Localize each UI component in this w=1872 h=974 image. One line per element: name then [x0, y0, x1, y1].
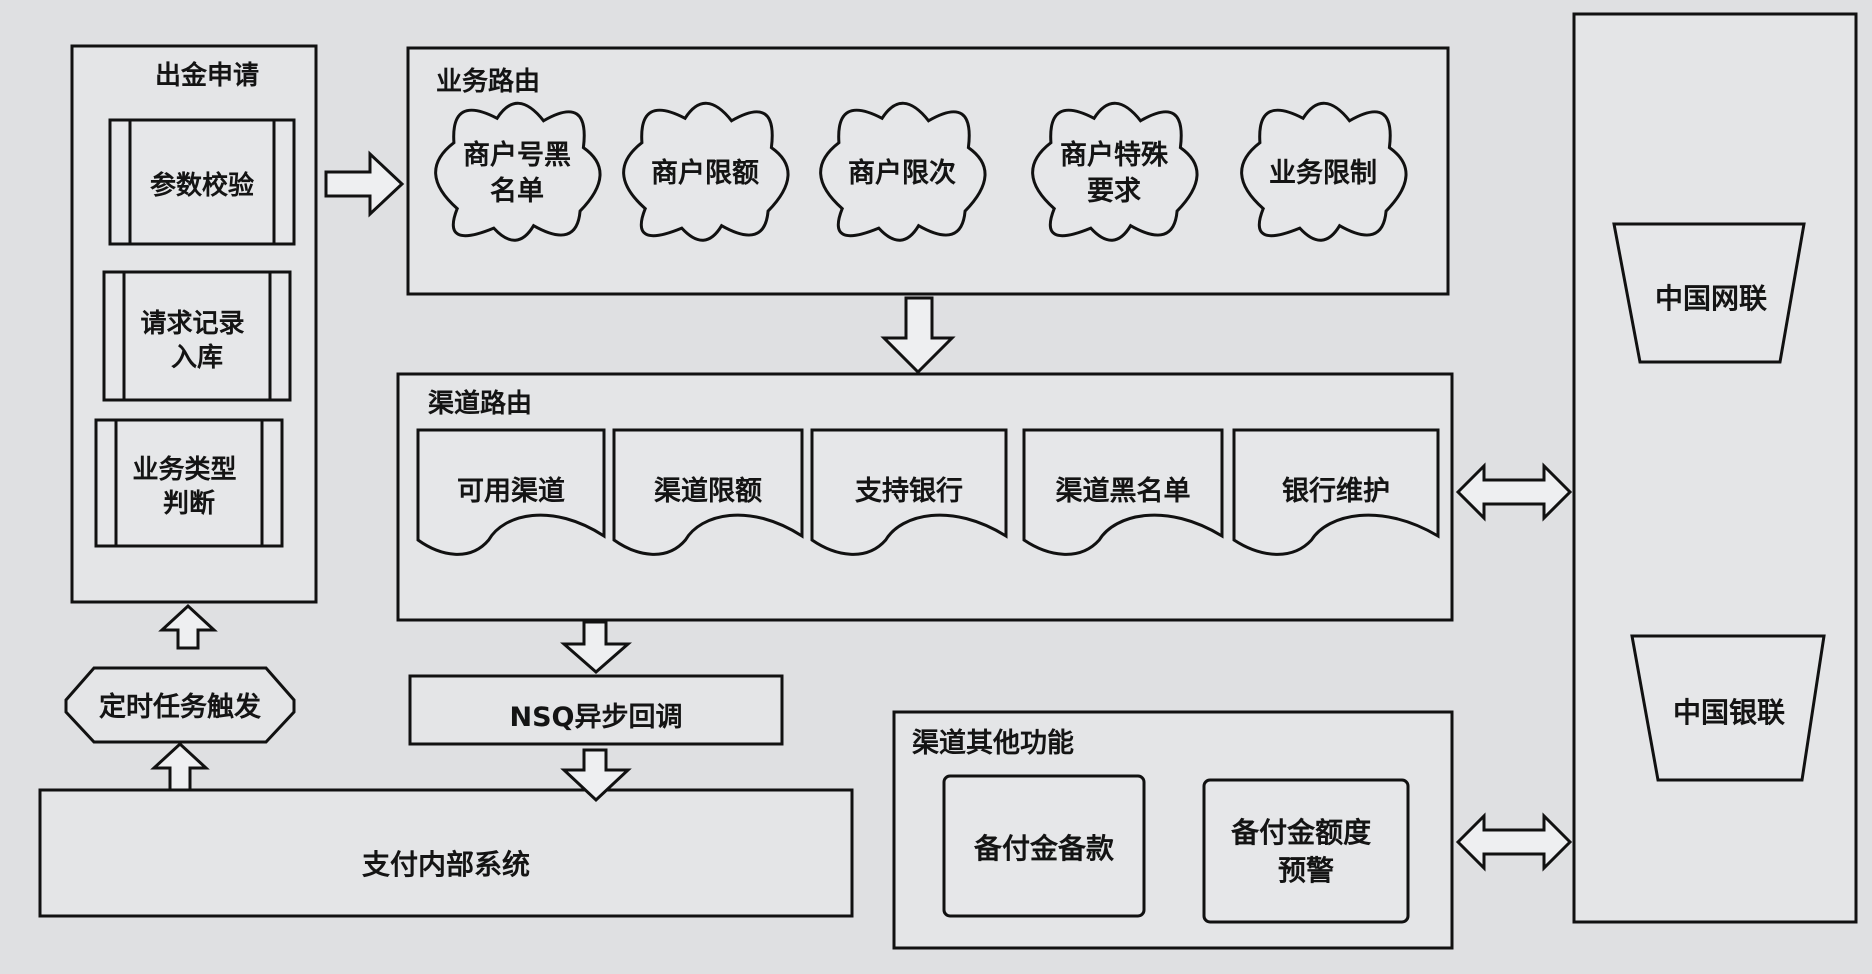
- business-routing-panel: 业务路由 商户号黑名单 商户限额 商户限次 商户特殊要求 业务限制: [406, 46, 1450, 296]
- business-rule-label: 商户限次: [848, 157, 956, 189]
- channel-rule-item: 渠道黑名单: [1022, 428, 1224, 556]
- channel-rule-item: 银行维护: [1232, 428, 1440, 556]
- reserve-fund-deposit-label: 备付金备款: [973, 832, 1115, 865]
- arrow-up-icon: [158, 603, 218, 650]
- nsq-callback: NSQ异步回调: [408, 674, 784, 746]
- nsq-callback-label: NSQ异步回调: [510, 702, 683, 733]
- channel-rule-label: 银行维护: [1282, 475, 1390, 507]
- reserve-fund-alert-label: 备付金额度 预警: [1230, 816, 1381, 887]
- channel-rule-item: 支持银行: [810, 428, 1008, 556]
- business-rule-cloud: 商户特殊要求: [1031, 101, 1199, 242]
- business-rule-list: 商户号黑名单 商户限额 商户限次 商户特殊要求 业务限制: [434, 101, 1408, 242]
- reserve-fund-deposit: 备付金备款: [942, 774, 1146, 918]
- network-netsunion: 中国网联: [1612, 222, 1806, 364]
- business-rule-label: 商户限额: [651, 157, 759, 189]
- apply-step-label: 参数校验: [150, 170, 254, 201]
- apply-panel: 出金申请 参数校验 请求记录 入库 业务类型 判断: [70, 44, 318, 604]
- apply-step-param-check: 参数校验: [108, 118, 296, 246]
- network-netsunion-label: 中国网联: [1655, 282, 1767, 315]
- clearing-network-panel: 中国网联 中国银联: [1572, 12, 1858, 924]
- apply-step-label: 请求记录 入库: [140, 309, 253, 373]
- network-unionpay-label: 中国银联: [1673, 696, 1785, 729]
- business-rule-cloud: 商户限次: [819, 101, 987, 242]
- apply-step-type-judge: 业务类型 判断: [94, 418, 284, 548]
- channel-rule-label: 渠道限额: [654, 475, 762, 507]
- internal-system: 支付内部系统: [38, 788, 854, 918]
- business-routing-title: 业务路由: [436, 66, 540, 97]
- business-rule-cloud: 商户号黑名单: [434, 101, 602, 242]
- business-rule-label: 商户特殊要求: [1060, 139, 1169, 207]
- arrow-down-icon: [880, 296, 956, 375]
- channel-routing-panel: 渠道路由 可用渠道 渠道限额 支持银行 渠道黑名单 银行维护: [396, 372, 1454, 622]
- timer-trigger: 定时任务触发: [64, 666, 296, 744]
- channel-rule-item: 可用渠道: [416, 428, 606, 556]
- apply-step-record: 请求记录 入库: [102, 270, 292, 402]
- business-rule-cloud: 商户限额: [622, 101, 790, 242]
- network-unionpay: 中国银联: [1630, 634, 1826, 782]
- arrow-down-icon: [560, 748, 632, 803]
- channel-routing-title: 渠道路由: [428, 388, 532, 419]
- arrow-right-icon: [324, 150, 405, 218]
- bidirectional-arrow-icon: [1455, 462, 1573, 522]
- business-rule-label: 商户号黑名单: [463, 139, 571, 207]
- apply-panel-title: 出金申请: [155, 60, 259, 91]
- reserve-fund-alert: 备付金额度 预警: [1202, 778, 1410, 924]
- channel-rule-item: 渠道限额: [612, 428, 804, 556]
- apply-step-label: 业务类型 判断: [132, 455, 245, 519]
- arrow-up-icon: [150, 741, 210, 792]
- business-rule-label: 业务限制: [1269, 158, 1377, 189]
- channel-rule-label: 可用渠道: [457, 475, 565, 507]
- channel-other-panel: 渠道其他功能 备付金备款 备付金额度 预警: [892, 710, 1454, 950]
- timer-trigger-label: 定时任务触发: [99, 691, 261, 723]
- channel-rule-list: 可用渠道 渠道限额 支持银行 渠道黑名单 银行维护: [416, 428, 1440, 556]
- arrow-down-icon: [560, 620, 632, 674]
- channel-rule-label: 支持银行: [855, 475, 963, 507]
- channel-other-title: 渠道其他功能: [912, 727, 1074, 759]
- business-rule-cloud: 业务限制: [1240, 101, 1408, 242]
- internal-system-label: 支付内部系统: [362, 848, 530, 881]
- channel-rule-label: 渠道黑名单: [1056, 475, 1191, 507]
- bidirectional-arrow-icon: [1455, 812, 1573, 872]
